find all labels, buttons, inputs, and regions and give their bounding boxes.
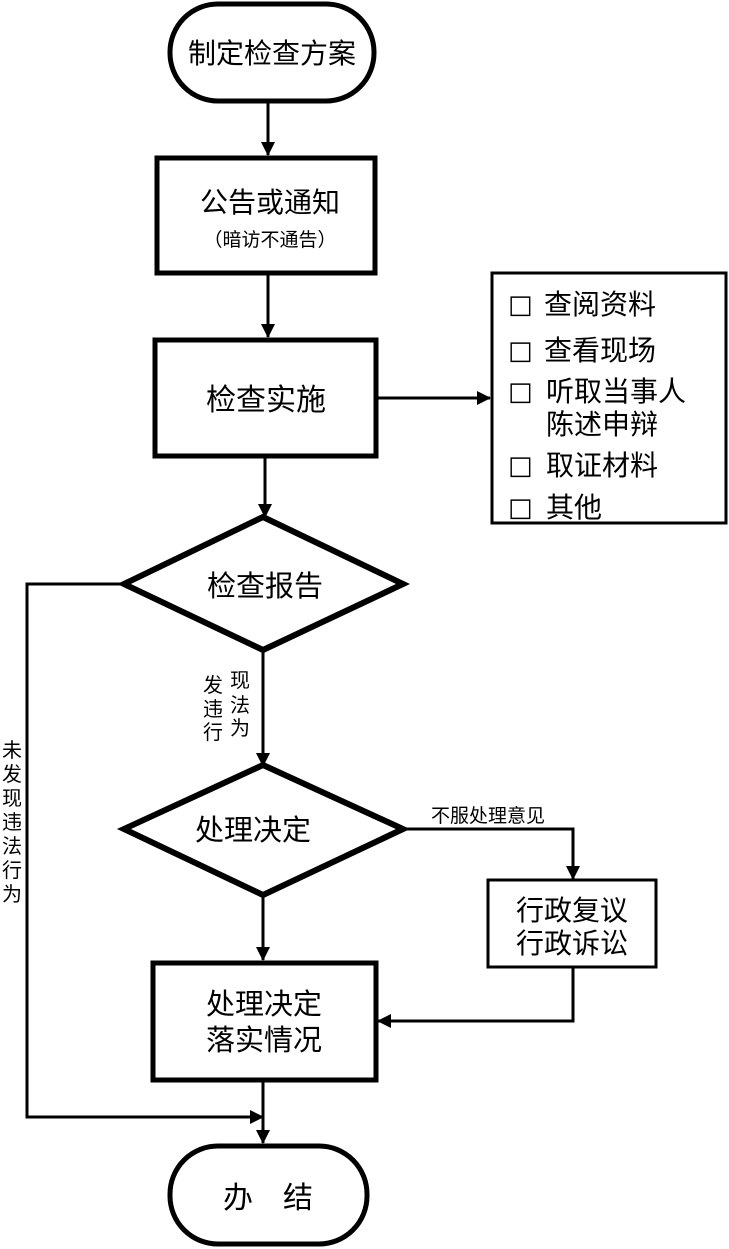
connectors (25, 102, 580, 1144)
edge-label-char: 行 (203, 720, 223, 744)
checklist-item: □ 其他 (508, 491, 602, 524)
checklist-item-label: 取证材料 (546, 449, 658, 482)
edge-label-found-violation: 发 现 违 法 行 为 (203, 668, 250, 744)
node-report: 检查报告 (117, 513, 410, 654)
edge-label-not-found-violation: 未 发 现 违 法 行 为 (2, 738, 22, 906)
checkbox-icon: □ (508, 336, 533, 366)
checklist-item-label: 听取当事人 (546, 375, 686, 408)
edge-label-char: 为 (230, 716, 250, 740)
report-diamond-shape (117, 513, 410, 654)
node-implement: 处理决定 落实情况 (150, 960, 379, 1083)
edge-label-char: 法 (230, 693, 250, 717)
end-terminal-shape (167, 1143, 370, 1247)
edge-label-char: 现 (2, 786, 22, 810)
checklist-item: □ 查阅资料 (508, 288, 656, 321)
checklist-item-label-line2: 陈述申辩 (546, 408, 658, 441)
edge-label-disagree: 不服处理意见 (431, 805, 545, 827)
implement-label-line2: 落实情况 (206, 1023, 322, 1057)
inspect-box-shape (152, 337, 379, 459)
edge-label-char: 发 (203, 673, 223, 697)
notice-label: 公告或通知 (200, 186, 340, 219)
edge-label-char: 违 (2, 810, 22, 834)
checklist-item: □ 查看现场 (508, 334, 656, 367)
review-label-line1: 行政复议 (516, 894, 628, 927)
edge-label-char: 法 (2, 834, 22, 858)
checklist-item-label: 查看现场 (544, 334, 656, 367)
node-start: 制定检查方案 (167, 1, 377, 104)
node-checklist: □ 查阅资料 □ 查看现场 □ 听取当事人 陈述申辩 □ 取证材料 □ 其他 (490, 271, 728, 525)
node-inspect: 检查实施 (152, 337, 379, 459)
notice-box-shape (154, 155, 378, 276)
implement-label-line1: 处理决定 (206, 987, 322, 1021)
edge-label-char: 为 (2, 882, 22, 906)
end-label: 办 结 (223, 1181, 313, 1216)
review-label-line2: 行政诉讼 (516, 927, 628, 960)
checklist-item: □ 听取当事人 陈述申辩 (508, 375, 686, 441)
edge-label-char: 违 (203, 697, 223, 721)
start-terminal-shape (167, 1, 377, 104)
edge-review-to-implement (377, 968, 575, 1028)
edge-label-char: 未 (2, 738, 22, 762)
checkbox-icon: □ (508, 493, 533, 523)
checklist-item-label: 查阅资料 (544, 288, 656, 321)
report-label: 检查报告 (207, 569, 323, 603)
checklist-box-shape (490, 271, 728, 525)
review-box-shape (486, 878, 658, 969)
edge-label-char: 行 (2, 858, 22, 882)
start-label: 制定检查方案 (188, 37, 356, 70)
checklist-item: □ 取证材料 (508, 449, 658, 482)
edge-report-to-end (25, 582, 264, 1124)
checkbox-icon: □ (508, 451, 533, 481)
decision-diamond-shape (116, 761, 411, 899)
implement-box-shape (150, 960, 379, 1083)
checkbox-icon: □ (508, 377, 533, 407)
node-end: 办 结 (167, 1143, 370, 1247)
edge-decision-to-review (403, 827, 580, 880)
node-decision: 处理决定 (116, 761, 411, 899)
checkbox-icon: □ (508, 290, 533, 320)
node-notice: 公告或通知 （暗访不通告） (154, 155, 378, 276)
node-review: 行政复议 行政诉讼 (486, 878, 658, 969)
edge-label-char: 现 (230, 668, 250, 692)
notice-sublabel: （暗访不通告） (203, 229, 336, 251)
decision-label: 处理决定 (195, 813, 311, 847)
edge-label-char: 发 (2, 762, 22, 786)
inspect-label: 检查实施 (206, 383, 326, 418)
checklist-item-label: 其他 (546, 491, 602, 524)
